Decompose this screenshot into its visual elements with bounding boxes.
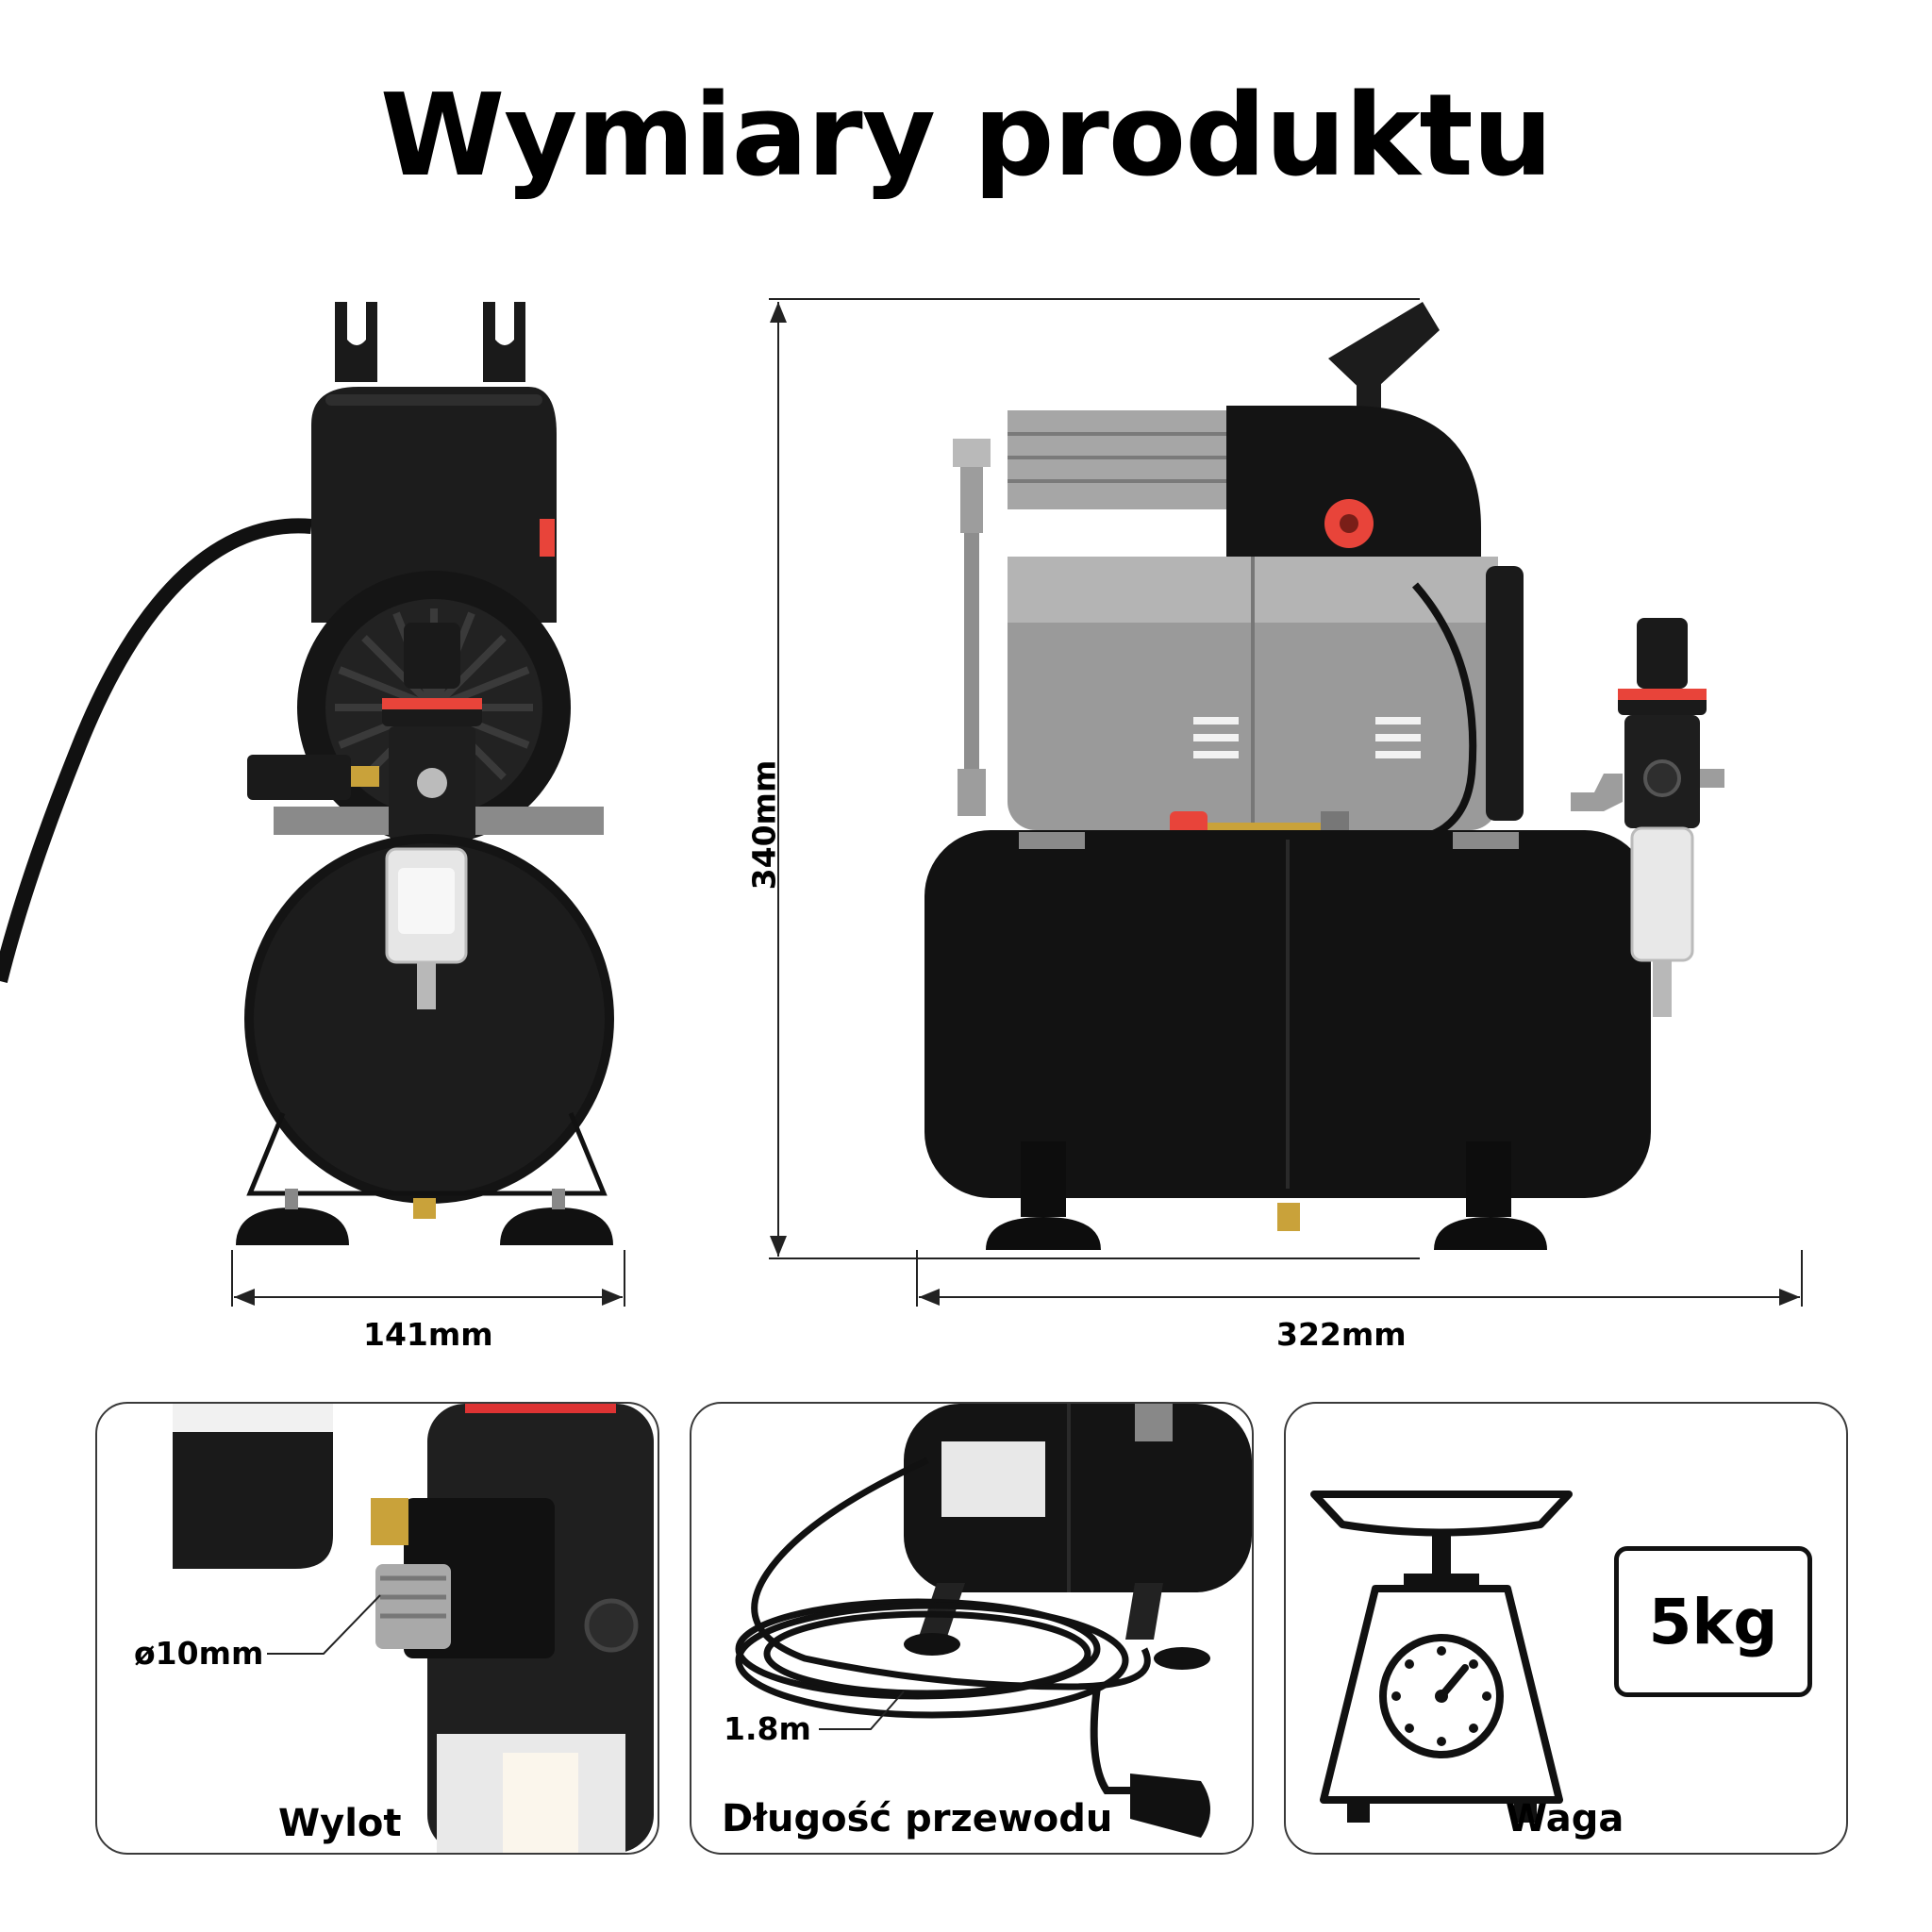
outlet-caption: Wylot bbox=[278, 1802, 402, 1845]
front-width-dimension-line bbox=[916, 1250, 1803, 1307]
height-label: 340mm bbox=[745, 759, 783, 891]
cord-length-caption: Długość przewodu bbox=[722, 1797, 1113, 1840]
outlet-detail-panel: ø10mm Wylot bbox=[95, 1402, 659, 1855]
side-width-label: 141mm bbox=[363, 1316, 493, 1353]
scale-icon bbox=[1310, 1491, 1573, 1823]
cord-length-panel: 1.8m Długość przewodu bbox=[690, 1402, 1254, 1855]
compressor-front-view bbox=[924, 302, 1724, 1250]
weight-panel: 5kg Waga bbox=[1284, 1402, 1848, 1855]
weight-caption: Waga bbox=[1506, 1797, 1624, 1840]
page-title: Wymiary produktu bbox=[379, 71, 1553, 202]
side-width-dimension-line bbox=[231, 1250, 625, 1307]
outlet-diameter-label: ø10mm bbox=[134, 1635, 264, 1672]
compressor-side-tank bbox=[236, 834, 614, 1245]
height-dimension-line bbox=[769, 298, 1420, 1259]
outlet-fitting-icon bbox=[173, 1404, 654, 1853]
front-width-label: 322mm bbox=[1276, 1316, 1407, 1353]
cord-length-label: 1.8m bbox=[724, 1710, 811, 1747]
compressor-side-view bbox=[0, 302, 604, 983]
power-cord-icon bbox=[735, 1404, 1252, 1838]
weight-value-box: 5kg bbox=[1614, 1546, 1812, 1697]
